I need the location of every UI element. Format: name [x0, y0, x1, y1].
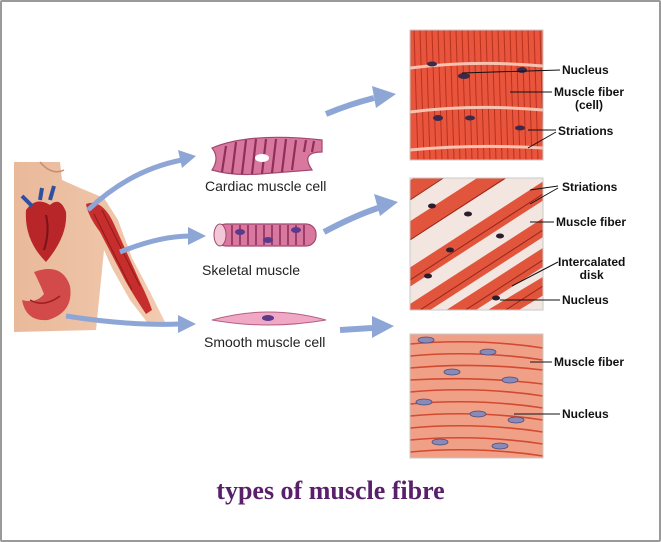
panel2-disk-line1: Intercalated — [558, 255, 626, 269]
arrowhead-panel1-icon — [372, 86, 396, 108]
arrowhead-panel2-icon — [374, 194, 398, 216]
stomach-illustration — [22, 269, 71, 321]
smooth-tissue-panel — [410, 334, 543, 458]
arrowhead-smooth-icon — [178, 315, 196, 333]
panel1-fiber-callout: Muscle fiber (cell) — [554, 86, 624, 112]
skeletal-muscle-label: Skeletal muscle — [202, 262, 301, 278]
panel1-fiber-line1: Muscle fiber — [554, 85, 625, 99]
cardiac-tissue-panel — [410, 30, 543, 160]
striated-fibers-panel-border — [409, 177, 544, 311]
smooth-muscle-cell-illustration — [211, 311, 327, 326]
smooth-tissue-panel-border — [409, 333, 544, 459]
arrow-to-panel2-icon — [322, 205, 379, 235]
panel3-nucleus-callout: Nucleus — [562, 407, 609, 421]
panel3-fiber-callout: Muscle fiber — [554, 355, 625, 369]
panel2-disk-line2: disk — [579, 268, 604, 282]
arm-muscle-illustration — [86, 202, 152, 314]
arrow-to-skeletal-icon — [119, 233, 191, 255]
arrow-icon-group — [65, 86, 398, 338]
striated-fibers-panel — [410, 178, 543, 310]
arrow-to-panel3-icon — [339, 325, 373, 333]
cardiac-tissue-panel-border — [409, 29, 544, 161]
panel1-striations-callout: Striations — [558, 124, 614, 138]
arrowhead-cardiac-icon — [178, 150, 196, 168]
panel1-fiber-line2: (cell) — [575, 98, 604, 112]
smooth-cell-label: Smooth muscle cell — [204, 334, 326, 350]
panel2-striations-callout: Striations — [562, 180, 618, 194]
arrowhead-skeletal-icon — [188, 227, 206, 245]
cardiac-cell-label: Cardiac muscle cell — [205, 178, 327, 194]
heart-illustration — [20, 185, 67, 262]
cardiac-cell-illustration — [211, 136, 323, 176]
panel1-nucleus-callout: Nucleus — [562, 63, 609, 77]
panel2-disk-callout: Intercalated disk — [558, 256, 625, 282]
arrowhead-panel3-icon — [372, 316, 394, 338]
human-torso-illustration — [14, 161, 165, 332]
arrow-to-smooth-icon — [65, 313, 181, 327]
callout-leader-lines — [461, 69, 561, 415]
arrow-to-cardiac-icon — [86, 157, 183, 212]
arrow-to-panel1-icon — [324, 95, 375, 117]
panel2-fiber-callout: Muscle fiber — [556, 215, 627, 229]
skeletal-muscle-illustration — [213, 223, 317, 247]
panel2-nucleus-callout: Nucleus — [562, 293, 609, 307]
diagram-title: types of muscle fibre — [216, 476, 445, 505]
